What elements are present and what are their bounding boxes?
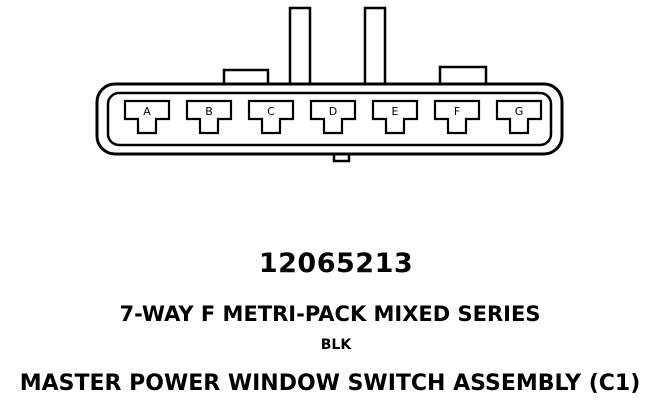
cavity-outline	[123, 99, 171, 135]
cavity-letter: G	[515, 105, 524, 118]
terminal-cavity-f: F	[433, 99, 481, 135]
wire-lead-left	[288, 6, 312, 90]
cavity-letter: B	[205, 105, 213, 118]
part-number: 12065213	[258, 248, 414, 279]
cavity-letter: C	[267, 105, 275, 118]
terminal-cavity-c: C	[247, 99, 295, 135]
connector-color: BLK	[320, 337, 352, 353]
wire-lead-right	[363, 6, 387, 90]
terminal-cavity-d: D	[309, 99, 357, 135]
cavity-outline	[309, 99, 357, 135]
terminal-cavity-e: E	[371, 99, 419, 135]
cavity-letter: A	[143, 105, 151, 118]
cavity-outline	[371, 99, 419, 135]
cavity-letter: E	[392, 105, 399, 118]
connector-type: 7-WAY F METRI-PACK MIXED SERIES	[119, 302, 541, 326]
cavity-letter: D	[329, 105, 337, 118]
terminal-cavity-g: G	[495, 99, 543, 135]
cavity-outline	[495, 99, 543, 135]
component-name: MASTER POWER WINDOW SWITCH ASSEMBLY (C1)	[19, 371, 641, 396]
terminal-cavity-a: A	[123, 99, 171, 135]
terminal-cavity-b: B	[185, 99, 233, 135]
cavity-letter: F	[454, 105, 460, 118]
cavity-outline	[433, 99, 481, 135]
cavity-outline	[247, 99, 295, 135]
cavity-outline	[185, 99, 233, 135]
connector-diagram: A B C D E F G	[95, 6, 564, 163]
